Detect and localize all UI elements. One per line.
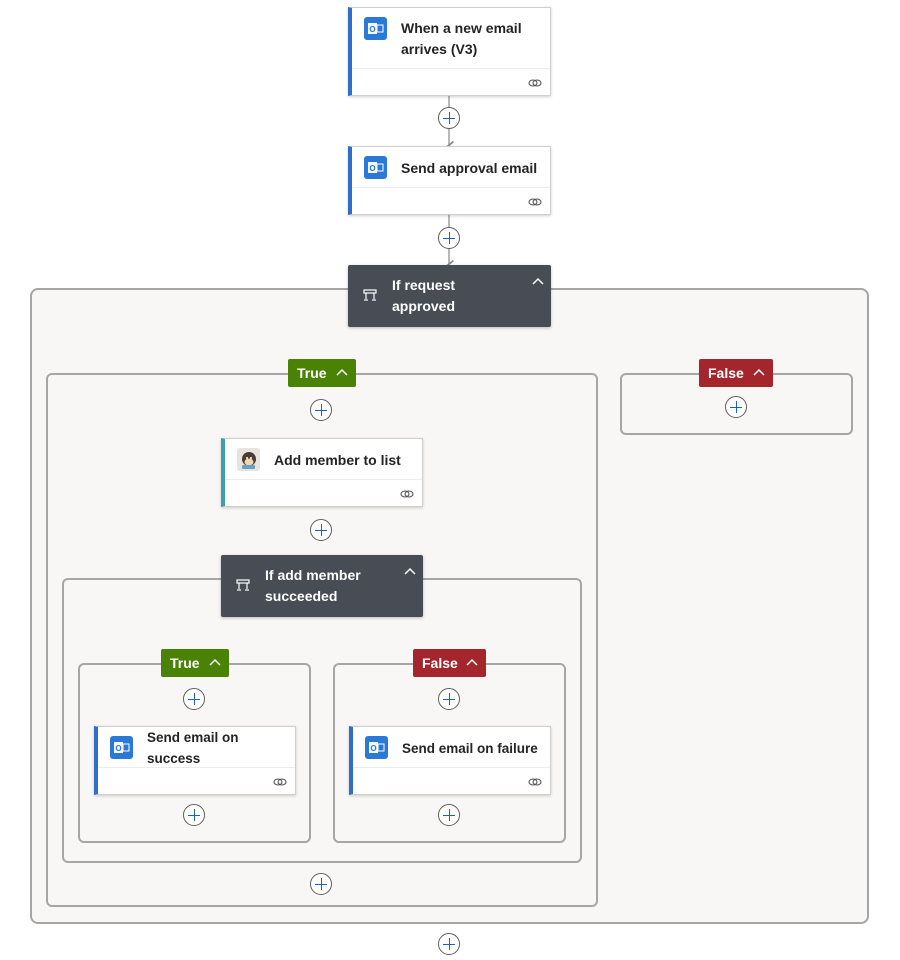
- collapse-chevron-icon: [466, 658, 478, 666]
- link-icon: [528, 778, 542, 786]
- branch-label-true[interactable]: True: [161, 649, 229, 677]
- card-footer: [98, 767, 295, 794]
- outlook-icon: O: [364, 17, 387, 40]
- link-icon: [273, 778, 287, 786]
- card-footer: [352, 68, 550, 95]
- add-step-button[interactable]: [438, 107, 460, 129]
- add-step-button[interactable]: [310, 399, 332, 421]
- add-step-button[interactable]: [438, 804, 460, 826]
- add-step-button[interactable]: [438, 227, 460, 249]
- outlook-icon: O: [364, 156, 387, 179]
- card-title: Add member to list: [274, 451, 401, 468]
- add-step-button[interactable]: [725, 396, 747, 418]
- outlook-icon: O: [365, 736, 388, 759]
- link-icon: [528, 79, 542, 87]
- condition-card-add-member-succeeded[interactable]: If add member succeeded: [221, 555, 423, 617]
- outlook-icon: O: [110, 736, 133, 759]
- condition-title: If request approved: [392, 277, 456, 314]
- svg-text:O: O: [369, 164, 375, 173]
- svg-text:O: O: [369, 25, 375, 34]
- add-step-button[interactable]: [310, 519, 332, 541]
- condition-title: If add member succeeded: [265, 567, 361, 604]
- branch-label-true[interactable]: True: [288, 359, 356, 387]
- collapse-chevron-icon: [336, 368, 348, 376]
- action-card-add-member-to-list[interactable]: Add member to list: [221, 438, 423, 507]
- card-footer: [352, 187, 550, 214]
- branch-label-false[interactable]: False: [413, 649, 486, 677]
- condition-icon: [236, 579, 250, 591]
- action-card-trigger[interactable]: O When a new email arrives (V3): [348, 7, 551, 96]
- condition-card-request-approved[interactable]: If request approved: [348, 265, 551, 327]
- card-title: When a new email arrives (V3): [401, 20, 522, 57]
- action-card-send-email-on-success[interactable]: O Send email on success: [94, 726, 296, 795]
- svg-text:O: O: [370, 744, 376, 753]
- collapse-chevron-icon: [209, 658, 221, 666]
- link-icon: [400, 490, 414, 498]
- card-title: Send email on success: [147, 730, 239, 766]
- card-footer: [225, 479, 422, 506]
- collapse-chevron-icon[interactable]: [403, 566, 417, 576]
- collapse-chevron-icon: [753, 368, 765, 376]
- action-card-send-approval-email[interactable]: O Send approval email: [348, 146, 551, 215]
- branch-label-text: True: [170, 655, 200, 671]
- mailchimp-icon: [237, 448, 260, 471]
- branch-label-false[interactable]: False: [699, 359, 773, 387]
- add-step-button[interactable]: [438, 933, 460, 955]
- branch-label-text: True: [297, 365, 327, 381]
- add-step-button[interactable]: [183, 804, 205, 826]
- card-title: Send approval email: [401, 159, 538, 176]
- add-step-button[interactable]: [183, 688, 205, 710]
- link-icon: [528, 198, 542, 206]
- card-footer: [353, 767, 550, 794]
- collapse-chevron-icon[interactable]: [531, 276, 545, 286]
- branch-label-text: False: [708, 365, 744, 381]
- svg-text:O: O: [115, 744, 121, 753]
- card-title: Send email on failure: [402, 740, 538, 756]
- branch-label-text: False: [422, 655, 458, 671]
- add-step-button[interactable]: [310, 873, 332, 895]
- condition-icon: [363, 289, 377, 301]
- add-step-button[interactable]: [438, 688, 460, 710]
- action-card-send-email-on-failure[interactable]: O Send email on failure: [349, 726, 551, 795]
